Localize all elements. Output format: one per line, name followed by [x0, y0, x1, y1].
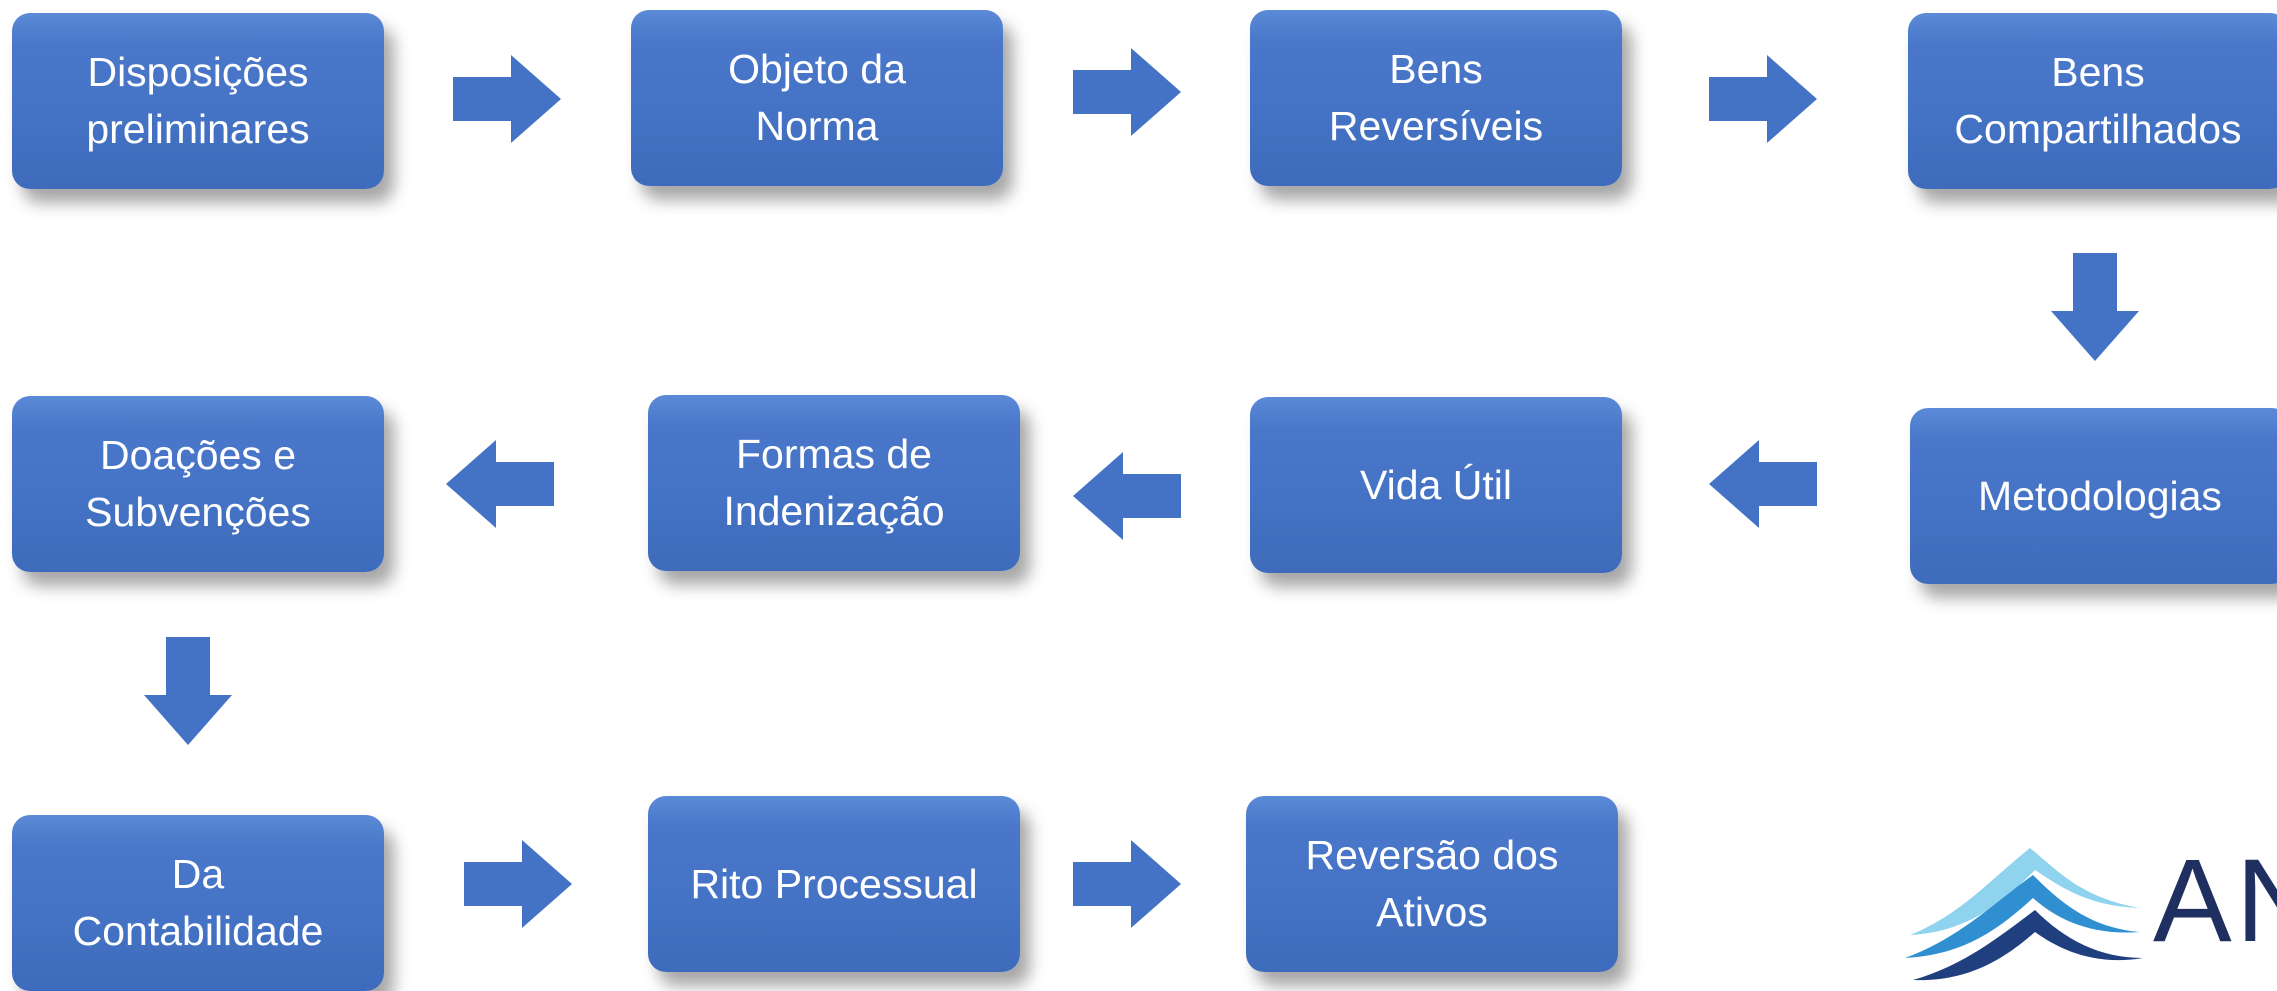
step-label: Da Contabilidade [72, 851, 324, 954]
step-label: Disposições preliminares [86, 49, 310, 152]
arrow-right-icon [464, 840, 572, 928]
arrow-down-icon [2051, 253, 2139, 361]
arrow-right-icon [1073, 840, 1181, 928]
agency-logo: AN [1905, 840, 2277, 987]
step-vida-util: Vida Útil [1250, 397, 1622, 573]
logo-text: AN [2153, 840, 2277, 967]
step-label: Vida Útil [1360, 461, 1512, 508]
arrow-right-icon [1073, 48, 1181, 136]
wave-logo-icon [1905, 848, 2143, 981]
step-rito-processual: Rito Processual [648, 796, 1020, 972]
arrow-left-icon [1073, 452, 1181, 540]
step-label: Bens Compartilhados [1954, 49, 2242, 152]
step-doacoes-e-subvencoes: Doações e Subvenções [12, 396, 384, 572]
arrow-right-icon [453, 55, 561, 143]
step-metodologias: Metodologias [1910, 408, 2277, 584]
step-label: Rito Processual [690, 860, 978, 907]
step-label: Doações e Subvenções [85, 432, 311, 535]
step-label: Bens Reversíveis [1328, 46, 1544, 149]
step-bens-reversiveis: Bens Reversíveis [1250, 10, 1622, 186]
step-formas-de-indenizacao: Formas de Indenização [648, 395, 1020, 571]
step-label: Reversão dos Ativos [1305, 832, 1559, 935]
arrow-left-icon [446, 440, 554, 528]
step-disposicoes-preliminares: Disposições preliminares [12, 13, 384, 189]
step-label: Formas de Indenização [723, 431, 945, 534]
arrow-left-icon [1709, 440, 1817, 528]
step-reversao-dos-ativos: Reversão dos Ativos [1246, 796, 1618, 972]
step-da-contabilidade: Da Contabilidade [12, 815, 384, 991]
step-bens-compartilhados: Bens Compartilhados [1908, 13, 2277, 189]
step-objeto-da-norma: Objeto da Norma [631, 10, 1003, 186]
step-label: Objeto da Norma [728, 46, 906, 149]
step-label: Metodologias [1978, 472, 2222, 519]
arrow-right-icon [1709, 55, 1817, 143]
arrow-down-icon [144, 637, 232, 745]
